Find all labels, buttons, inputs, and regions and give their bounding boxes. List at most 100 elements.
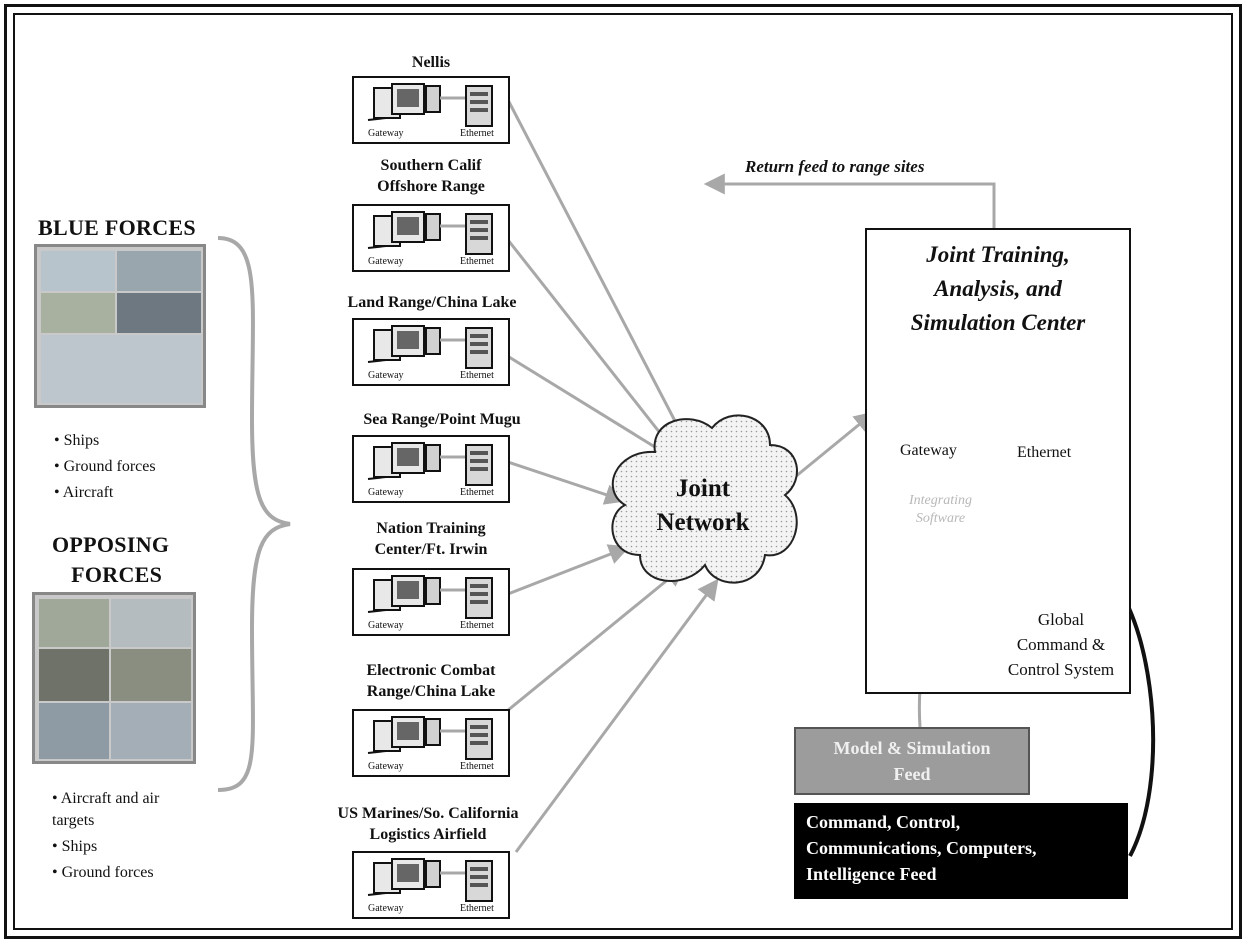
center-ethernet-label: Ethernet <box>1017 444 1072 461</box>
site-box-socal-offshore: Gateway Ethernet <box>352 204 510 272</box>
opposing-forces-title-line1: OPPOSING <box>52 532 170 557</box>
site-label-usmc: US Marines/So. California Logistics Airf… <box>300 803 556 845</box>
arrow-return-feed <box>703 173 996 228</box>
return-feed-label: Return feed to range sites <box>745 157 925 176</box>
opposing-forces-item: Ships <box>52 836 202 858</box>
site-equipment-icons <box>367 211 493 255</box>
site-label-line: Offshore Range <box>377 178 485 195</box>
gateway-icon <box>367 716 441 754</box>
ethernet-icon <box>465 85 493 127</box>
arrow-land-range <box>487 342 680 463</box>
ethernet-caption: Ethernet <box>460 903 494 914</box>
opfor-ship-photo <box>39 703 109 759</box>
simulation-center-box: Joint Training, Analysis, and Simulation… <box>865 228 1131 694</box>
site-box-usmc: Gateway Ethernet <box>352 851 510 919</box>
ethernet-icon <box>465 213 493 255</box>
gateway-icon <box>367 858 441 896</box>
arrow-usmc <box>514 578 719 853</box>
center-title-line1: Joint Training, <box>926 242 1070 267</box>
site-equipment-icons <box>367 83 493 127</box>
ethernet-icon <box>465 860 493 902</box>
c4i-feed-box: Command, Control, Communications, Comput… <box>794 803 1128 899</box>
integrating-software-label: Integrating Software <box>909 492 972 528</box>
opposing-forces-photo-collage <box>32 592 196 764</box>
blue-forces-photo-collage <box>34 244 206 408</box>
site-label-line: Sea Range/Point Mugu <box>363 411 521 428</box>
gateway-caption: Gateway <box>368 370 404 381</box>
blue-forces-title: BLUE FORCES <box>38 215 196 240</box>
site-label-line: Center/Ft. Irwin <box>374 541 488 558</box>
software-line2: Software <box>915 511 966 526</box>
grouping-brace <box>217 236 291 792</box>
gateway-caption: Gateway <box>368 903 404 914</box>
gateway-icon <box>367 575 441 613</box>
gccs-line1: Global <box>1037 610 1085 629</box>
site-equipment-icons <box>367 858 493 902</box>
blue-vehicle-photo <box>41 293 115 333</box>
gccs-line2: Command & <box>1016 635 1106 654</box>
site-box-nellis: Gateway Ethernet <box>352 76 510 144</box>
arrow-electronic-combat <box>495 565 686 722</box>
blue-boat-photo <box>117 293 201 333</box>
ethernet-icon <box>465 718 493 760</box>
ethernet-icon <box>465 577 493 619</box>
ethernet-caption: Ethernet <box>460 256 494 267</box>
site-label-line: US Marines/So. California <box>337 805 519 822</box>
site-label-electronic-combat: Electronic Combat Range/China Lake <box>342 660 520 702</box>
blue-forces-list: Ships Ground forces Aircraft <box>54 428 156 506</box>
blue-forces-item: Ships <box>54 428 156 454</box>
opfor-boat-photo <box>111 703 191 759</box>
opposing-forces-title-line2: FORCES <box>71 562 163 587</box>
site-equipment-icons <box>367 716 493 760</box>
model-feed-line1: Model & Simulation <box>833 738 991 758</box>
arrow-ft-irwin <box>507 544 630 596</box>
ethernet-caption: Ethernet <box>460 487 494 498</box>
ethernet-caption: Ethernet <box>460 128 494 139</box>
site-box-electronic-combat: Gateway Ethernet <box>352 709 510 777</box>
opfor-tank-photo <box>39 649 109 701</box>
joint-network-cloud <box>611 414 798 584</box>
blue-troops-photo <box>41 335 201 403</box>
site-box-ft-irwin: Gateway Ethernet <box>352 568 510 636</box>
opposing-forces-title: OPPOSING FORCES <box>52 530 169 590</box>
site-label-line: Electronic Combat <box>366 662 496 679</box>
opfor-jet-photo <box>111 599 191 647</box>
site-label-nellis: Nellis <box>352 52 510 73</box>
blue-forces-item: Aircraft <box>54 480 156 506</box>
network-line2: Network <box>656 509 750 536</box>
center-title: Joint Training, Analysis, and Simulation… <box>867 238 1129 340</box>
gateway-icon <box>367 325 441 363</box>
joint-network-label: Joint Network <box>643 472 763 540</box>
arrow-sea-range <box>507 460 626 505</box>
arrow-nellis <box>506 99 690 450</box>
site-label-line: Land Range/China Lake <box>347 294 517 311</box>
site-label-socal-offshore: Southern Calif Offshore Range <box>352 155 510 197</box>
network-line1: Joint <box>675 475 731 502</box>
ethernet-caption: Ethernet <box>460 761 494 772</box>
blue-ship-photo <box>117 251 201 291</box>
gateway-icon <box>367 83 441 121</box>
blue-forces-item: Ground forces <box>54 454 156 480</box>
gateway-caption: Gateway <box>368 761 404 772</box>
opposing-forces-item: Ground forces <box>52 862 202 884</box>
site-box-sea-range: Gateway Ethernet <box>352 435 510 503</box>
gateway-caption: Gateway <box>368 620 404 631</box>
gateway-icon <box>367 442 441 480</box>
ethernet-caption: Ethernet <box>460 370 494 381</box>
gateway-caption: Gateway <box>368 256 404 267</box>
gccs-line3: Control System <box>1007 660 1115 679</box>
site-label-land-range: Land Range/China Lake <box>312 292 552 313</box>
site-label-sea-range: Sea Range/Point Mugu <box>322 409 562 430</box>
gateway-icon <box>367 211 441 249</box>
site-equipment-icons <box>367 325 493 369</box>
software-line1: Integrating <box>909 493 972 508</box>
site-label-line: Southern Calif <box>380 157 482 174</box>
arrow-network-to-center <box>783 411 876 488</box>
ethernet-icon <box>465 444 493 486</box>
site-label-line: Nellis <box>411 54 451 71</box>
c4i-line3: Intelligence Feed <box>806 864 937 884</box>
model-feed-line2: Feed <box>893 764 931 784</box>
site-box-land-range: Gateway Ethernet <box>352 318 510 386</box>
c4i-line2: Communications, Computers, <box>806 838 1037 858</box>
ethernet-caption: Ethernet <box>460 620 494 631</box>
